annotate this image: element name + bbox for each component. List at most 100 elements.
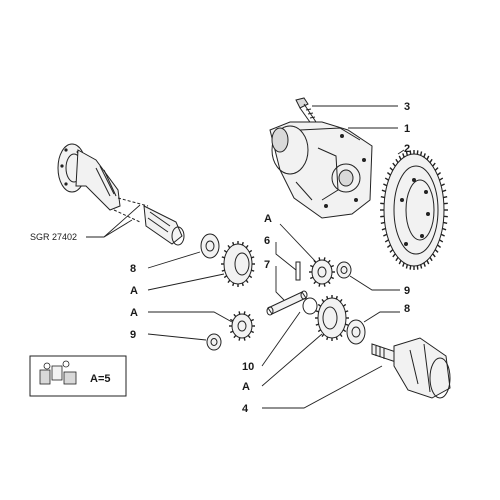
- gear-left-upper-leader: [147, 273, 225, 291]
- callout-washer-right-lower: 8: [404, 303, 410, 315]
- gear-tooth: [384, 177, 389, 181]
- thrust-washer-left: [200, 233, 220, 259]
- gear-tooth: [317, 329, 322, 333]
- washer-left-upper-leader: [147, 251, 201, 269]
- gear-tooth: [389, 249, 394, 253]
- gear-tooth: [395, 158, 399, 163]
- reference-leader: [86, 204, 141, 238]
- gear-tooth: [227, 244, 231, 249]
- gear-tooth: [405, 264, 409, 269]
- gear-tooth: [443, 221, 448, 225]
- gear-tooth: [223, 275, 228, 279]
- gear-tooth: [439, 239, 444, 243]
- gear-tooth: [245, 244, 249, 249]
- gear-tooth: [381, 227, 386, 231]
- legend-text: A=5: [90, 373, 111, 385]
- gear-tooth: [384, 239, 389, 243]
- gear-tooth: [434, 249, 439, 253]
- gear-tooth: [381, 189, 386, 193]
- pinion-gear-top: [309, 257, 335, 287]
- locking-pin: [295, 261, 301, 281]
- thrust-washer-right-lower: [346, 319, 366, 345]
- callout-pin: 6: [264, 235, 270, 247]
- gear-tooth: [248, 275, 253, 279]
- gear-tooth: [442, 227, 447, 231]
- pinion-shaft: [266, 290, 308, 316]
- gear-tooth: [326, 336, 329, 341]
- gear-tooth: [313, 280, 317, 285]
- callout-shaft: 7: [264, 259, 270, 271]
- gear-tooth: [437, 172, 442, 176]
- gear-tooth: [315, 323, 319, 326]
- gear-tooth: [241, 241, 244, 246]
- gear-tooth: [315, 310, 319, 313]
- gear-tooth: [342, 303, 347, 307]
- gear-tooth: [434, 167, 439, 171]
- callout-gear-left-mid: A: [130, 307, 138, 319]
- gear-tooth: [227, 279, 231, 284]
- gear-tooth: [318, 283, 321, 287]
- gear-tooth: [419, 264, 423, 269]
- gear-tooth: [232, 282, 235, 287]
- gear-tooth: [318, 257, 321, 261]
- callout-gear-bottom: A: [242, 381, 250, 393]
- callout-washer-left-upper: 8: [130, 263, 136, 275]
- gear-tooth: [233, 334, 237, 339]
- gear-tooth: [405, 151, 409, 156]
- drive-shaft: [57, 143, 185, 246]
- gear-tooth: [437, 244, 442, 248]
- gear-tooth: [321, 298, 325, 303]
- gear-tooth: [232, 241, 235, 246]
- gear-tooth: [309, 264, 314, 268]
- gear-tooth: [339, 298, 343, 303]
- legend-gear-icon: [39, 360, 77, 385]
- gear-tooth: [398, 260, 402, 265]
- gear-left-mid-leader: [148, 311, 233, 323]
- gear-tooth: [229, 318, 234, 322]
- ring-gear: [380, 150, 448, 270]
- gear-tooth: [323, 283, 326, 287]
- gear-tooth: [221, 256, 225, 259]
- callout-axle: 4: [242, 403, 249, 415]
- callout-gear-left-upper: A: [130, 285, 138, 297]
- gear-tooth: [440, 183, 445, 187]
- gear-tooth: [440, 233, 445, 237]
- gear-tooth: [419, 151, 423, 156]
- gear-tooth: [238, 311, 241, 315]
- pinion-gear-left: [229, 311, 255, 341]
- gear-tooth: [335, 336, 338, 341]
- gear-tooth: [251, 269, 255, 272]
- gear-tooth: [250, 330, 255, 334]
- gear-tooth: [402, 262, 405, 267]
- pin-leader: [275, 242, 297, 271]
- gear-tooth: [223, 249, 228, 253]
- gear-tooth: [398, 155, 402, 160]
- gear-tooth: [243, 311, 246, 315]
- gear-tooth: [380, 195, 385, 199]
- gear-tooth: [345, 310, 349, 313]
- gear-tooth: [386, 244, 391, 248]
- gear-tooth: [426, 260, 430, 265]
- washer-right-leader: [349, 275, 400, 291]
- gear-tooth: [326, 295, 329, 300]
- gear-tooth: [402, 153, 405, 158]
- gear-tooth: [233, 313, 237, 318]
- gear-tooth: [423, 262, 426, 267]
- callout-bolt: 3: [404, 101, 410, 113]
- gear-tooth: [395, 257, 399, 262]
- gear-bottom-leader: [261, 333, 323, 387]
- gear-tooth: [335, 295, 338, 300]
- gear-tooth: [330, 276, 335, 280]
- legend-box: A=5: [29, 355, 127, 397]
- gear-tooth: [439, 177, 444, 181]
- gear-tooth: [330, 264, 335, 268]
- gear-tooth: [426, 155, 430, 160]
- callout-washer-right: 9: [404, 285, 410, 297]
- gear-tooth: [317, 303, 322, 307]
- side-gear-right: [315, 295, 349, 341]
- gear-tooth: [383, 183, 388, 187]
- callout-ring-gear: 2: [404, 143, 410, 155]
- gear-tooth: [423, 153, 426, 158]
- gear-tooth: [247, 313, 251, 318]
